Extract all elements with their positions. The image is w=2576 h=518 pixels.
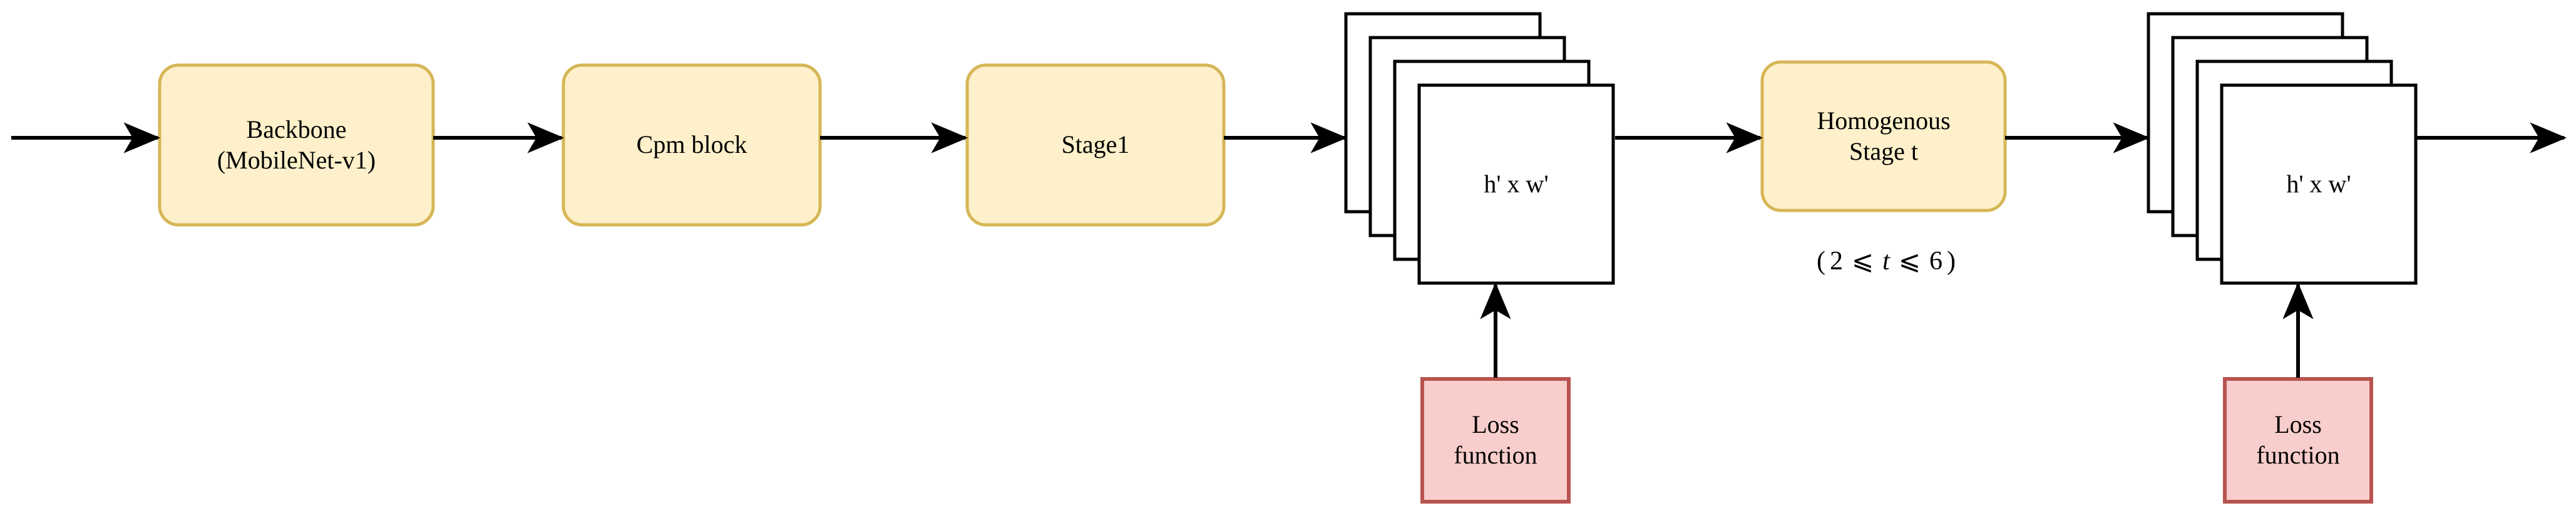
backbone-box[interactable] <box>158 63 435 227</box>
stage1-box[interactable] <box>965 63 1226 227</box>
loss-function-left-box[interactable] <box>1420 377 1571 504</box>
loss-function-right-box[interactable] <box>2223 377 2373 504</box>
homogenous-stage-t-box[interactable] <box>1760 60 2007 212</box>
feature-map-stack-left-card-4 <box>1417 83 1615 285</box>
feature-map-stack-right-card-4 <box>2220 83 2418 285</box>
cpm-block-box[interactable] <box>562 63 822 227</box>
